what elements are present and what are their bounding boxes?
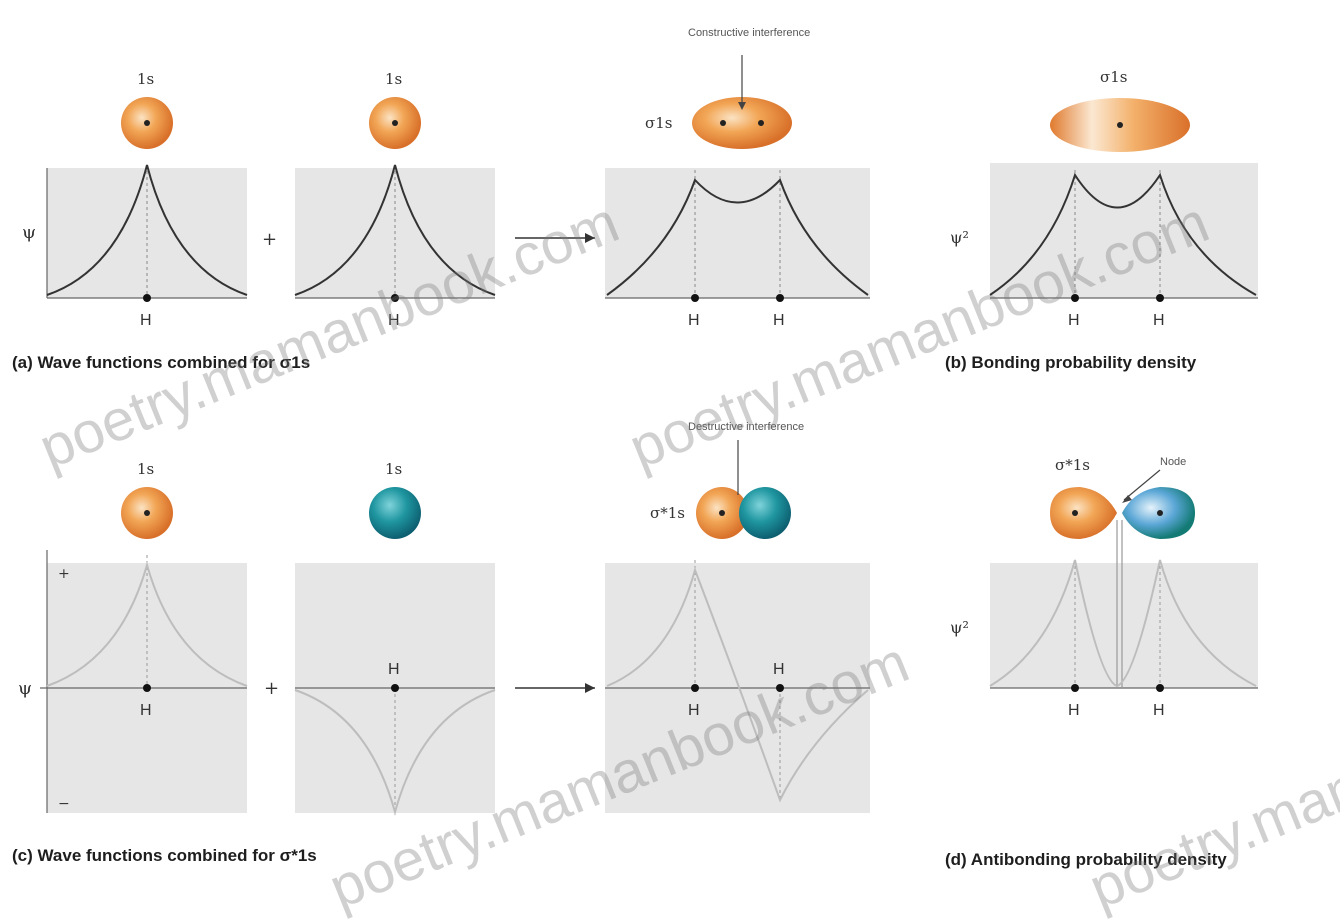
node-pointer [1123, 469, 1161, 501]
caption-b: (b) Bonding probability density [945, 353, 1197, 372]
antibonding-combined-curve [606, 566, 869, 803]
wave-function-curve-right [294, 164, 496, 296]
svg-text:H: H [1153, 702, 1165, 719]
svg-text:H: H [1153, 312, 1165, 329]
svg-text:H: H [388, 312, 400, 329]
svg-text:H: H [388, 661, 400, 678]
wave-function-curve-left [46, 164, 248, 296]
svg-text:H: H [688, 702, 700, 719]
molecular-orbital-diagram: ψ + H H H H 1s 1s σ1s Constructi [18, 27, 1258, 816]
antibonding-orbital-right [739, 487, 791, 539]
1s-orbital-sphere-negative [369, 487, 421, 539]
axis-plus: + [58, 566, 70, 582]
orbital-label-sigma-star: σ*1s [1055, 456, 1090, 474]
antibonding-lobe-left [1050, 487, 1117, 539]
axis-label-psi-squared: ψ² [950, 618, 969, 637]
orbital-label-sigma: σ1s [645, 114, 672, 132]
constructive-interference-label: Constructive interference [688, 27, 810, 39]
orbital-label-sigma: σ1s [1100, 68, 1127, 86]
axis-label-psi-squared: ψ² [950, 228, 969, 247]
panel-d: ψ² H H σ*1s Node [950, 456, 1258, 719]
orbital-label-1s: 1s [385, 70, 402, 88]
caption-a: (a) Wave functions combined for σ1s [12, 353, 311, 372]
combined-wave-curve [606, 178, 869, 296]
antibonding-density-curve [989, 559, 1257, 688]
sigma-bonding-orbital [692, 97, 792, 149]
plus-sign: + [262, 229, 277, 250]
panel-a-bg-3 [605, 168, 870, 298]
axis-label-psi: ψ [22, 222, 36, 243]
node-label: Node [1160, 456, 1186, 468]
orbital-label-1s: 1s [137, 460, 154, 478]
panel-b-bg [990, 163, 1258, 298]
caption-d: (d) Antibonding probability density [945, 850, 1227, 869]
svg-text:H: H [773, 661, 785, 678]
orbital-label-1s: 1s [137, 70, 154, 88]
svg-text:H: H [140, 702, 152, 719]
nucleus-dot [143, 294, 151, 302]
caption-c: (c) Wave functions combined for σ*1s [12, 846, 317, 865]
panel-b: ψ² H H σ1s [950, 68, 1258, 329]
axis-label-psi: ψ [18, 678, 32, 699]
svg-text:H: H [773, 312, 785, 329]
positive-wave-curve [46, 561, 248, 687]
plus-sign: + [264, 678, 279, 699]
svg-text:H: H [688, 312, 700, 329]
orbital-label-1s: 1s [385, 460, 402, 478]
bonding-density-curve [989, 172, 1257, 296]
svg-text:H: H [1068, 702, 1080, 719]
destructive-interference-label: Destructive interference [688, 421, 804, 433]
panel-a: ψ + H H H H 1s 1s σ1s Constructi [22, 27, 870, 329]
nucleus-label-h: H [140, 312, 152, 329]
orbital-label-sigma-star: σ*1s [650, 504, 685, 522]
axis-minus: − [58, 796, 70, 812]
negative-wave-curve [294, 689, 496, 816]
svg-text:H: H [1068, 312, 1080, 329]
panel-d-bg [990, 563, 1258, 688]
panel-c: ψ + − + H H H H 1s 1s σ*1s Destructive i… [18, 421, 870, 816]
